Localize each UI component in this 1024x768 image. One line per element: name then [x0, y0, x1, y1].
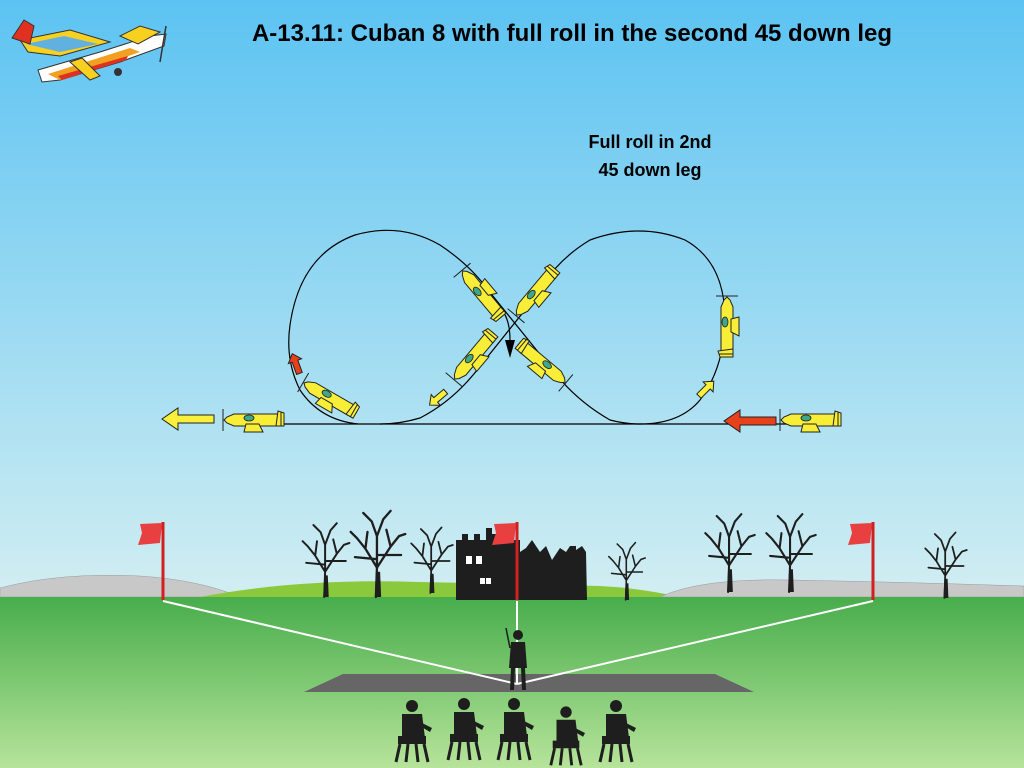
pilot-silhouette-icon: [505, 627, 527, 690]
castle-ruin-icon: [456, 528, 587, 600]
flag-center: [492, 522, 519, 600]
flag-right: [848, 522, 875, 600]
runway: [304, 674, 754, 692]
flag-left: [138, 522, 165, 600]
sky: [0, 0, 1024, 600]
annotation-line-1: Full roll in 2nd: [589, 132, 712, 152]
aerobatic-plane-logo-icon: [11, 19, 167, 83]
hill-right: [659, 579, 1024, 598]
page-title: A-13.11: Cuban 8 with full roll in the s…: [252, 20, 892, 47]
hill-left: [0, 574, 241, 598]
annotation-line-2: 45 down leg: [598, 160, 701, 180]
